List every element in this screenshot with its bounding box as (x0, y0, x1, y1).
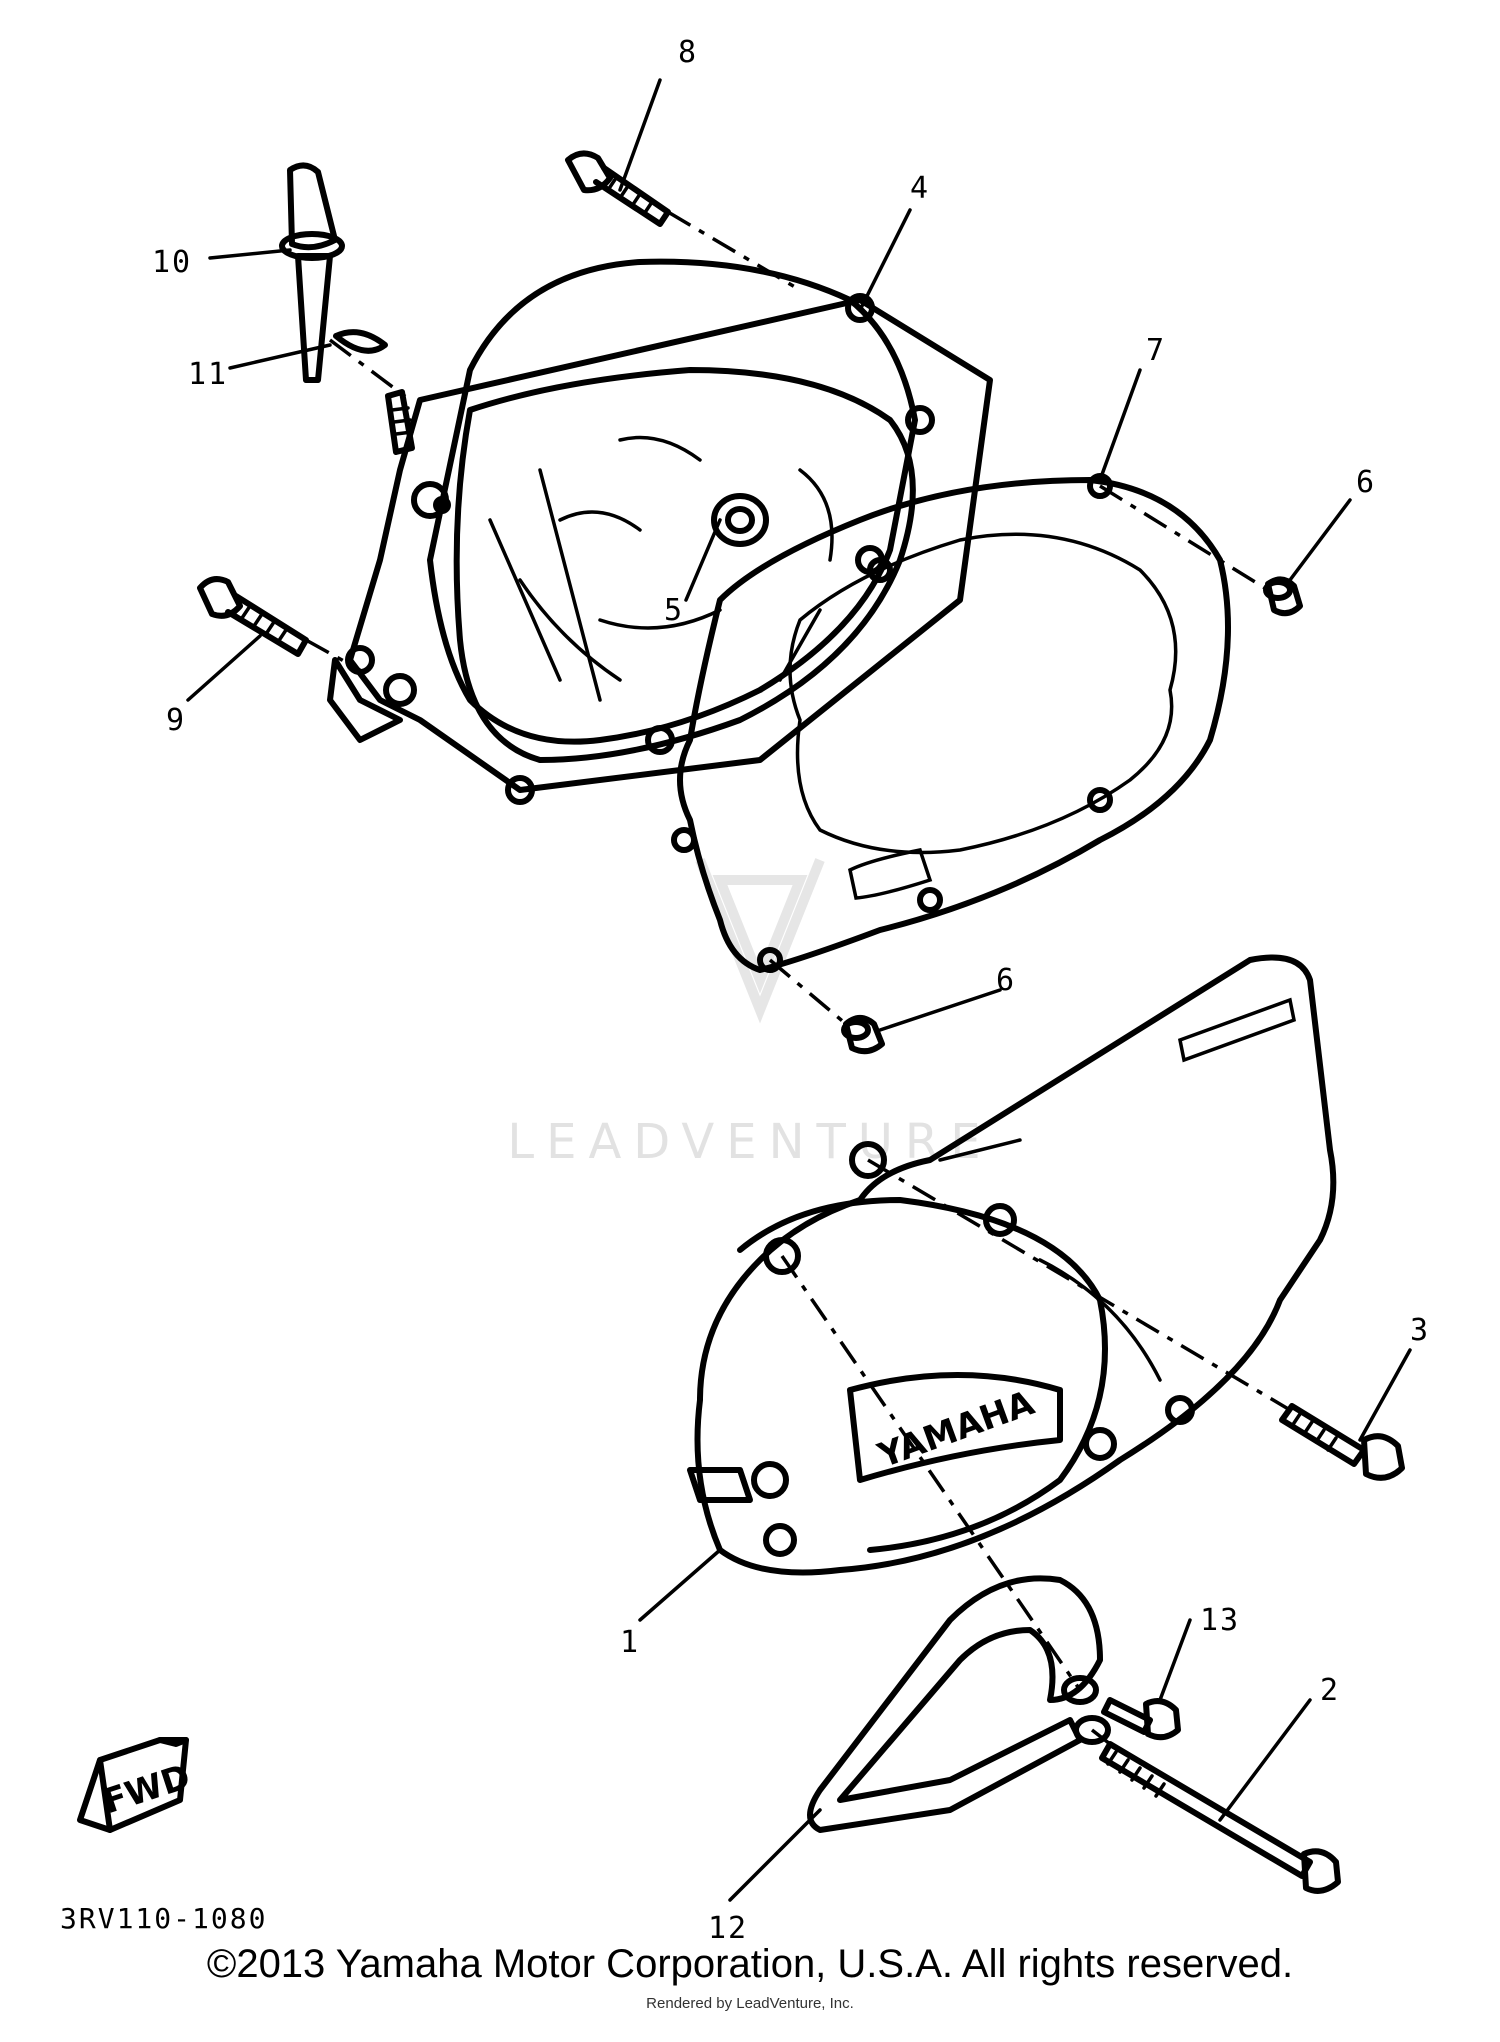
part-6-dowel-pin-lower[interactable] (841, 1015, 885, 1055)
part-6-dowel-pin-upper[interactable] (1263, 576, 1303, 617)
callout-6-upper: 6 (1356, 465, 1376, 500)
callout-9: 9 (166, 703, 186, 738)
part-4-crankcase-cover[interactable] (327, 258, 993, 805)
callout-7: 7 (1146, 333, 1166, 368)
part-9-bolt-lower[interactable] (197, 576, 309, 657)
callout-6-lower: 6 (996, 963, 1016, 998)
callout-12: 12 (708, 1911, 748, 1946)
assembly-lines (305, 210, 1291, 1746)
callout-13: 13 (1200, 1603, 1240, 1638)
callout-1: 1 (620, 1625, 640, 1660)
watermark-logo-icon (695, 858, 825, 1024)
render-note: Rendered by LeadVenture, Inc. (646, 1995, 854, 2012)
callout-11: 11 (188, 357, 228, 392)
part-10-level-plug[interactable] (279, 162, 415, 455)
watermark-text: LEADVENTURE (507, 1114, 992, 1170)
reference-code: 3RV110-1080 (60, 1902, 267, 1935)
fwd-direction-badge: FWD (77, 1737, 195, 1833)
part-12-guide[interactable] (807, 1575, 1111, 1833)
callout-8: 8 (678, 35, 698, 70)
callout-5: 5 (664, 593, 684, 628)
callout-3: 3 (1410, 1313, 1430, 1348)
part-13-screw[interactable] (1101, 1697, 1181, 1741)
watermark: LEADVENTURE (507, 858, 992, 1170)
part-2-long-bolt[interactable] (1099, 1741, 1341, 1894)
part-7-gasket[interactable] (671, 473, 1231, 973)
leader-lines (186, 78, 1412, 1902)
callout-4: 4 (910, 171, 930, 206)
copyright-notice: ©2013 Yamaha Motor Corporation, U.S.A. A… (206, 1942, 1294, 1986)
part-3-bolt[interactable] (1279, 1403, 1405, 1481)
callout-labels: 1 2 3 4 5 6 6 7 8 9 10 11 12 13 (152, 35, 1430, 1946)
callout-2: 2 (1320, 1673, 1340, 1708)
cover-badge-text: YAMAHA (872, 1383, 1040, 1477)
part-8-bolt-upper[interactable] (565, 150, 671, 227)
callout-10: 10 (152, 245, 192, 280)
